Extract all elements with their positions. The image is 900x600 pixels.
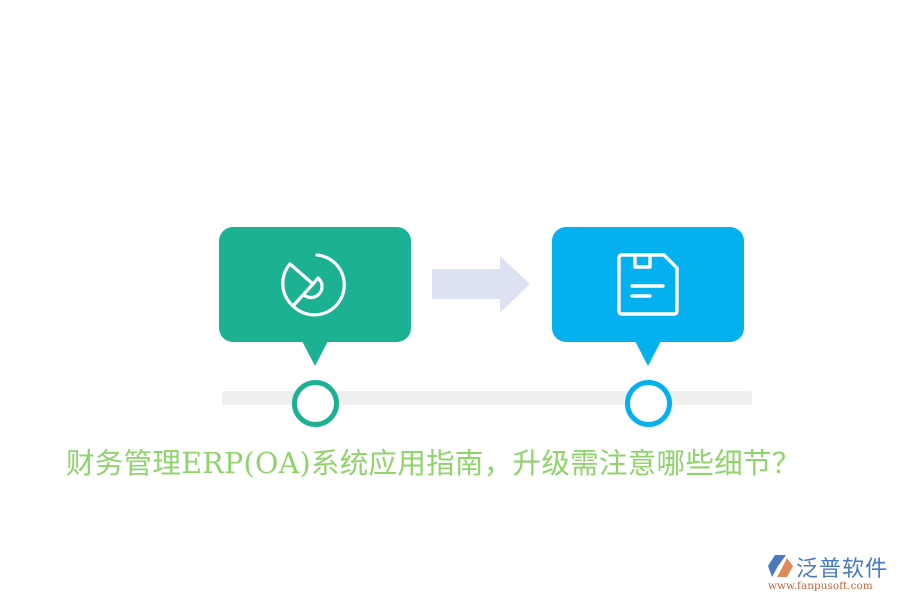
step-card-2 (552, 227, 744, 366)
timeline-node-1 (292, 380, 339, 427)
brand-logo[interactable]: 泛普软件 www.fanpusoft.com (766, 551, 896, 596)
floppy-disk-save-icon (617, 252, 679, 316)
fanpu-logo-icon (768, 555, 793, 577)
timeline-node-2 (625, 380, 672, 427)
pie-chart-play-icon (281, 252, 346, 316)
card-pointer (635, 341, 661, 366)
card-pointer (302, 341, 328, 366)
brand-name: 泛普软件 (796, 557, 889, 582)
step-card-1 (219, 227, 411, 366)
timeline-track (222, 391, 752, 405)
brand-url[interactable]: www.fanpusoft.com (768, 580, 873, 592)
page-title: 财务管理ERP(OA)系统应用指南，升级需注意哪些细节？ (66, 447, 801, 480)
right-arrow-icon (432, 256, 530, 313)
